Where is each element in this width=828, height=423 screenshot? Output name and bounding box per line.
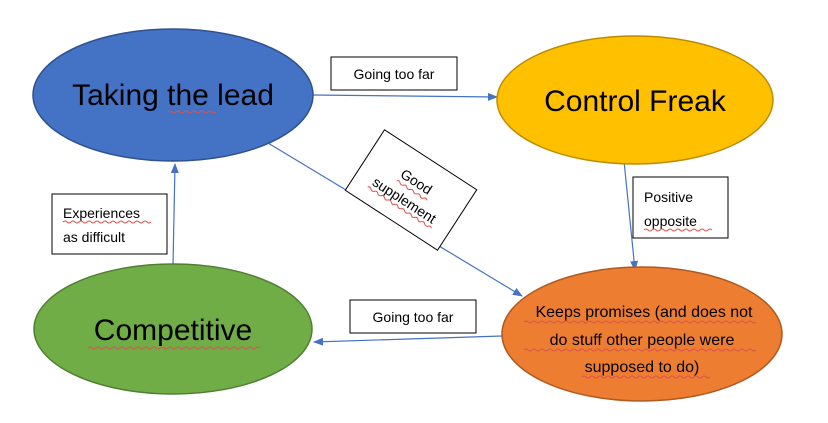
label-as-difficult: as difficult xyxy=(63,229,125,245)
node-label-keeps-promises-line1: Keeps promises (and does not xyxy=(535,304,753,321)
spellcheck-underline xyxy=(87,346,261,350)
arrow-competitive-to-lead xyxy=(170,163,179,266)
label-box-going-too-far-bottom: Going too far xyxy=(349,299,477,334)
spellcheck-underline xyxy=(396,180,428,201)
spellcheck-underline xyxy=(167,110,217,114)
spellcheck-underline xyxy=(523,348,757,352)
arrow-lead-to-control xyxy=(312,92,498,101)
node-competitive: Competitive xyxy=(33,263,313,395)
spellcheck-underline xyxy=(643,228,713,232)
label-box-positive-opposite: Positive opposite xyxy=(632,176,729,239)
arrow-control-to-promises xyxy=(623,160,639,271)
spellcheck-underline xyxy=(581,375,711,379)
node-keeps-promises: Keeps promises (and does not do stuff ot… xyxy=(501,266,783,402)
label-opposite: opposite xyxy=(644,213,697,229)
label-going-too-far-bottom: Going too far xyxy=(373,309,454,325)
node-control-freak: Control Freak xyxy=(496,35,774,165)
spellcheck-underline xyxy=(367,186,432,229)
node-label-keeps-promises-line2: do stuff other people were xyxy=(550,332,735,349)
node-label-taking-the-lead: Taking the lead xyxy=(72,79,274,112)
node-label-competitive: Competitive xyxy=(94,314,252,347)
label-box-experiences-as-difficult: Experiences as difficult xyxy=(51,193,168,255)
node-label-control-freak: Control Freak xyxy=(544,85,727,118)
label-box-going-too-far-top: Going too far xyxy=(330,56,458,91)
node-label-keeps-promises-line3: supposed to do) xyxy=(585,359,700,376)
label-box-good-supplement: Good supplement xyxy=(344,129,478,251)
node-taking-the-lead: Taking the lead xyxy=(32,28,314,162)
label-experiences: Experiences xyxy=(63,205,140,221)
spellcheck-underline xyxy=(62,220,152,224)
label-going-too-far-top: Going too far xyxy=(354,66,435,82)
arrow-promises-to-competitive xyxy=(313,335,503,346)
label-positive: Positive xyxy=(644,189,693,205)
spellcheck-underline xyxy=(523,320,757,324)
